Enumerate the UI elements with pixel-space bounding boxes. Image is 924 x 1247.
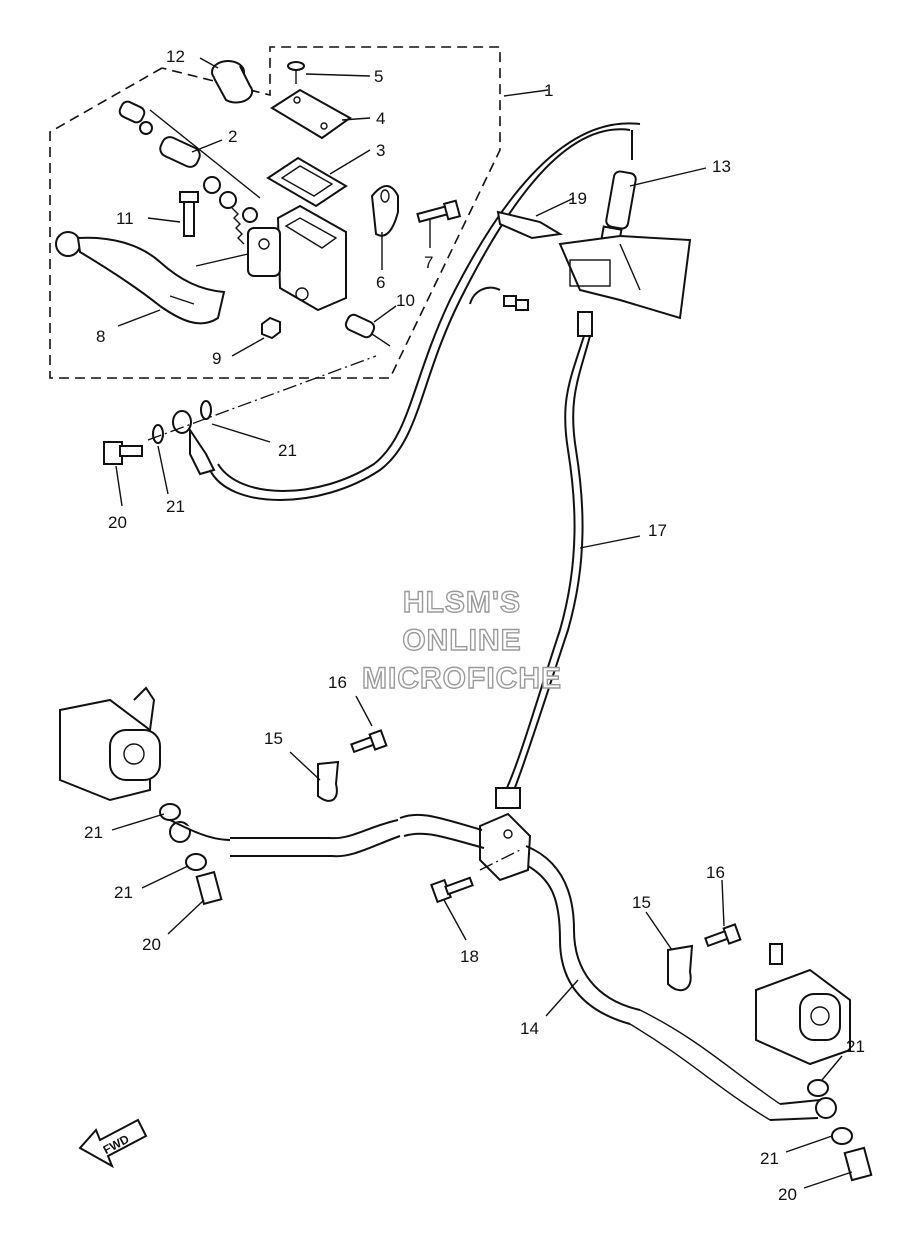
watermark: HLSM'S ONLINE MICROFICHE [361, 585, 562, 695]
callout-2: 2 [228, 127, 237, 146]
callout-4: 4 [376, 109, 385, 128]
callout-21-b: 21 [166, 497, 185, 516]
callout-16-b: 16 [706, 863, 725, 882]
part-5-screw [287, 61, 305, 84]
callout-9: 9 [212, 349, 221, 368]
part-8-lever [55, 231, 226, 325]
callout-20-a: 20 [108, 513, 127, 532]
callout-21-e: 21 [846, 1037, 865, 1056]
watermark-line-1: HLSM'S [403, 586, 521, 619]
part-2-piston-kit [118, 100, 258, 245]
part-18-bolt [430, 876, 474, 904]
callout-3: 3 [376, 141, 385, 160]
callout-7: 7 [424, 253, 433, 272]
master-cylinder-body [247, 204, 347, 312]
callout-21-d: 21 [114, 883, 133, 902]
part-14-lower-hoses [230, 813, 821, 1121]
callout-10: 10 [396, 291, 415, 310]
callout-5: 5 [374, 67, 383, 86]
part-16-bolt-right [704, 923, 742, 948]
callout-18: 18 [460, 947, 479, 966]
assembly-boundary [49, 46, 501, 379]
callout-21-c: 21 [84, 823, 103, 842]
callout-12: 12 [166, 47, 185, 66]
part-4-reservoir-cap [270, 88, 352, 140]
leader-lines [111, 57, 853, 1189]
callout-14: 14 [520, 1019, 539, 1038]
callout-numbers: 12 2 5 4 3 1 6 7 11 8 9 10 13 19 21 21 2… [84, 47, 865, 1204]
callout-21-a: 21 [278, 441, 297, 460]
callout-20-c: 20 [778, 1185, 797, 1204]
watermark-line-3: MICROFICHE [362, 662, 562, 695]
handlebar-bracket [558, 234, 692, 320]
callout-15-b: 15 [632, 893, 651, 912]
callout-21-f: 21 [760, 1149, 779, 1168]
part-16-bolt-left [350, 729, 388, 754]
part-3-diaphragm [266, 156, 348, 208]
callout-13: 13 [712, 157, 731, 176]
switch-wire-connector [469, 286, 529, 311]
watermark-line-2: ONLINE [402, 624, 521, 657]
callout-19: 19 [568, 189, 587, 208]
part-9-nut [261, 316, 281, 340]
brake-hose-lines [209, 122, 641, 501]
part-6-holder [370, 185, 399, 237]
callout-16-a: 16 [328, 673, 347, 692]
part-12-boot [211, 60, 254, 104]
callout-20-b: 20 [142, 935, 161, 954]
left-brake-caliper [59, 686, 231, 906]
part-15-hose-clamp-left [317, 760, 340, 802]
part-11-pivot-bolt [179, 191, 199, 237]
forward-arrow-icon: FWD [78, 1118, 148, 1169]
callout-6: 6 [376, 273, 385, 292]
upper-banjo-fitting [103, 400, 216, 476]
part-17-brake-pipe [495, 311, 593, 809]
callout-1: 1 [544, 81, 553, 100]
callout-17: 17 [648, 521, 667, 540]
callout-15-a: 15 [264, 729, 283, 748]
part-7-bolt [416, 199, 462, 223]
master-cylinder-assembly [55, 60, 462, 347]
part-10-switch [344, 313, 391, 347]
right-brake-caliper [755, 943, 873, 1182]
callout-8: 8 [96, 327, 105, 346]
part-15-hose-clamp-right [667, 944, 694, 992]
brake-hose-joint [479, 812, 532, 882]
callout-11: 11 [116, 209, 134, 228]
part-19-clip [496, 210, 563, 240]
